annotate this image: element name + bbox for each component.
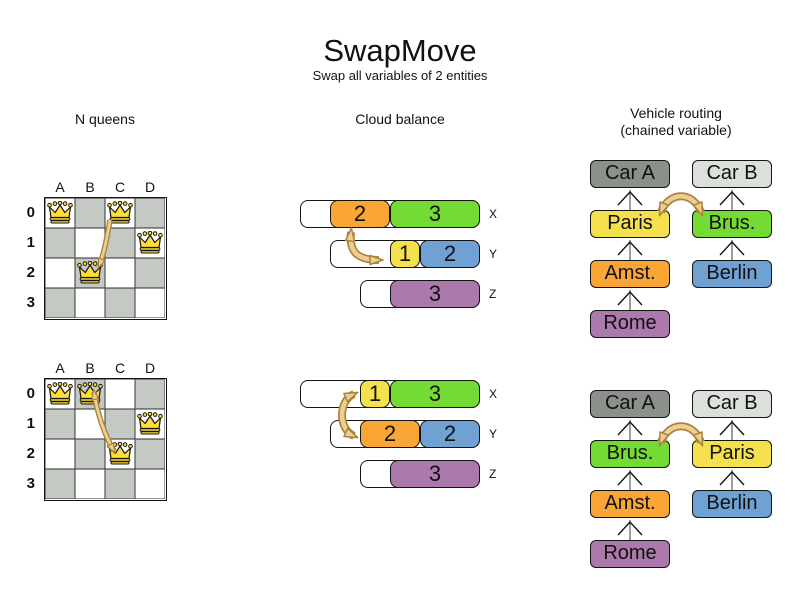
chain-arrowhead-icon	[617, 190, 643, 206]
cloud-row-label: Y	[489, 247, 498, 261]
board-cell	[75, 469, 105, 499]
vehicle-box: Car B	[692, 160, 772, 188]
board-cell	[105, 228, 135, 258]
board-row-label: 1	[26, 234, 35, 251]
vehicle-box: Berlin	[692, 490, 772, 518]
cloud-process: 3	[390, 280, 480, 308]
board-cell	[75, 198, 105, 228]
board-row-label: 3	[26, 475, 35, 492]
board-col-label: B	[85, 360, 95, 376]
chain-arrowhead-icon	[719, 240, 745, 256]
board-cell	[135, 288, 165, 318]
vehicle-box: Berlin	[692, 260, 772, 288]
chain-arrowhead-icon	[617, 470, 643, 486]
cloud-row-label: Z	[489, 287, 497, 301]
board-row-label: 0	[26, 204, 35, 221]
cloud-process: 1	[360, 380, 390, 408]
board-col-label: B	[85, 179, 95, 195]
chain-arrowhead-icon	[617, 420, 643, 436]
queen-icon	[137, 412, 163, 435]
board-row-label: 0	[26, 385, 35, 402]
cloud-row-label: Z	[489, 467, 497, 481]
vehicle-box: Rome	[590, 310, 670, 338]
vehicle-box: Paris	[590, 210, 670, 238]
section-header-nqueens: N queens	[75, 111, 135, 127]
chain-arrowhead-icon	[719, 470, 745, 486]
section-header-vehicle-line2: (chained variable)	[620, 122, 732, 138]
vehicle-box: Amst.	[590, 260, 670, 288]
board-col-label: A	[55, 360, 65, 376]
board-col-label: D	[144, 360, 156, 376]
vehicle-box: Brus.	[590, 440, 670, 468]
board-cell	[135, 469, 165, 499]
chain-arrowhead-icon	[719, 190, 745, 206]
board-cell	[105, 409, 135, 439]
board-cell	[45, 409, 75, 439]
cloud-process: 2	[330, 200, 390, 228]
board-cell	[135, 439, 165, 469]
board-cell	[105, 258, 135, 288]
board-col-label: D	[144, 179, 156, 195]
cloud-process: 3	[390, 200, 480, 228]
vehicle-box: Amst.	[590, 490, 670, 518]
board-cell	[135, 379, 165, 409]
board-cell	[75, 228, 105, 258]
queen-icon	[77, 382, 103, 405]
board-col-label: C	[114, 179, 126, 195]
cloud-process: 2	[420, 420, 480, 448]
cloud-process: 3	[390, 460, 480, 488]
chain-arrowhead-icon	[719, 420, 745, 436]
board-row-label: 3	[26, 294, 35, 311]
cloud-row-label: X	[489, 207, 498, 221]
page-subtitle: Swap all variables of 2 entities	[312, 68, 488, 83]
board-row-label: 1	[26, 415, 35, 432]
vehicle-box: Car A	[590, 390, 670, 418]
queen-icon	[137, 231, 163, 254]
queen-icon	[47, 382, 73, 405]
chain-arrowhead-icon	[617, 290, 643, 306]
cloud-row-label: X	[489, 387, 498, 401]
section-header-vehicle-line1: Vehicle routing	[630, 105, 722, 121]
board-cell	[45, 439, 75, 469]
cloud-process: 1	[390, 240, 420, 268]
board-col-label: C	[114, 360, 126, 376]
board-row-label: 2	[26, 264, 35, 281]
board-cell	[75, 409, 105, 439]
cloud-row-label: Y	[489, 427, 498, 441]
chain-arrowhead-icon	[617, 240, 643, 256]
board-cell	[105, 469, 135, 499]
vehicle-box: Paris	[692, 440, 772, 468]
board-cell	[45, 258, 75, 288]
board-cell	[105, 288, 135, 318]
board-row-label: 2	[26, 445, 35, 462]
board-cell	[75, 439, 105, 469]
section-header-vehicle: Vehicle routing (chained variable)	[576, 105, 776, 139]
queen-icon	[47, 201, 73, 224]
queen-icon	[107, 442, 133, 465]
chain-arrowhead-icon	[617, 520, 643, 536]
board-cell	[75, 288, 105, 318]
page-title: SwapMove	[323, 33, 477, 68]
queen-icon	[77, 261, 103, 284]
board-cell	[135, 198, 165, 228]
cloud-process: 2	[360, 420, 420, 448]
chain-arrows	[617, 190, 745, 540]
board-cell	[135, 258, 165, 288]
board-col-label: A	[55, 179, 65, 195]
cloud-process: 2	[420, 240, 480, 268]
vehicle-box: Rome	[590, 540, 670, 568]
vehicle-box: Car A	[590, 160, 670, 188]
queen-icon	[107, 201, 133, 224]
board-cell	[45, 469, 75, 499]
cloud-process: 3	[390, 380, 480, 408]
board-cell	[45, 228, 75, 258]
board-cell	[45, 288, 75, 318]
section-header-cloud: Cloud balance	[355, 111, 445, 127]
vehicle-box: Car B	[692, 390, 772, 418]
vehicle-box: Brus.	[692, 210, 772, 238]
board-cell	[105, 379, 135, 409]
